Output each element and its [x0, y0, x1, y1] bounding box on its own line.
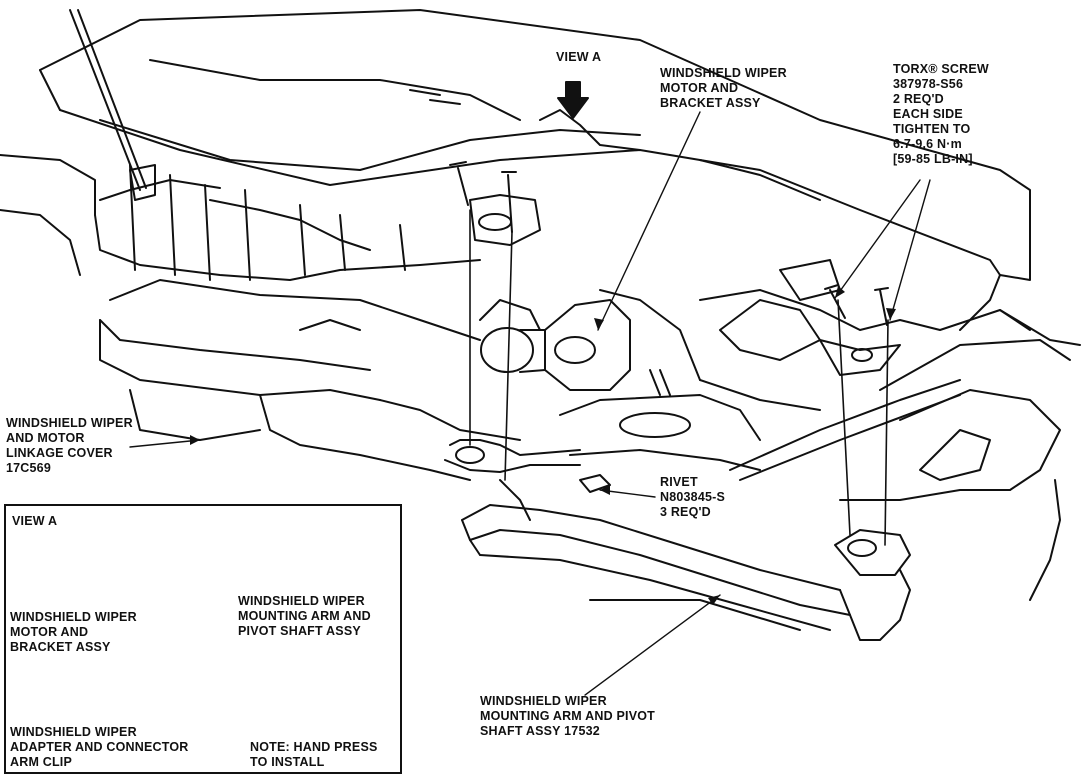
linkage-cover-label: WINDSHIELD WIPER AND MOTOR LINKAGE COVER…	[6, 416, 133, 475]
fasteners	[449, 161, 889, 493]
leader-lines	[129, 111, 931, 696]
arm-pivot-shaft-label: WINDSHIELD WIPER MOUNTING ARM AND PIVOT …	[480, 694, 655, 738]
leader-arrowheads	[190, 286, 896, 605]
inset-motor-bracket-label: WINDSHIELD WIPER MOTOR AND BRACKET ASSY	[10, 610, 137, 654]
wiper-motor	[469, 194, 631, 391]
cowl-top-panel	[39, 9, 1031, 331]
inset-view-a-frame	[4, 504, 402, 774]
inset-arm-pivot-label: WINDSHIELD WIPER MOUNTING ARM AND PIVOT …	[238, 594, 371, 638]
cowl-center-panel	[559, 289, 821, 471]
prop-rod	[69, 9, 156, 201]
view-a-arrow-icon	[557, 81, 589, 119]
cowl-plenum-wall	[0, 154, 481, 281]
rivet-label: RIVET N803845-S 3 REQ'D	[660, 475, 726, 519]
inset-title: VIEW A	[12, 514, 58, 528]
mounting-arm-pivot-assy	[444, 439, 911, 641]
motor-bracket-label: WINDSHIELD WIPER MOTOR AND BRACKET ASSY	[660, 66, 787, 110]
inset-adapter-clip-label: WINDSHIELD WIPER ADAPTER AND CONNECTOR A…	[10, 725, 189, 769]
view-a-label: VIEW A	[556, 50, 602, 64]
torx-screw-label: TORX® SCREW 387978-S56 2 REQ'D EACH SIDE…	[893, 62, 989, 166]
linkage-cover	[99, 279, 521, 481]
guide-lines	[469, 209, 889, 546]
inset-note-label: NOTE: HAND PRESS TO INSTALL	[250, 740, 378, 769]
